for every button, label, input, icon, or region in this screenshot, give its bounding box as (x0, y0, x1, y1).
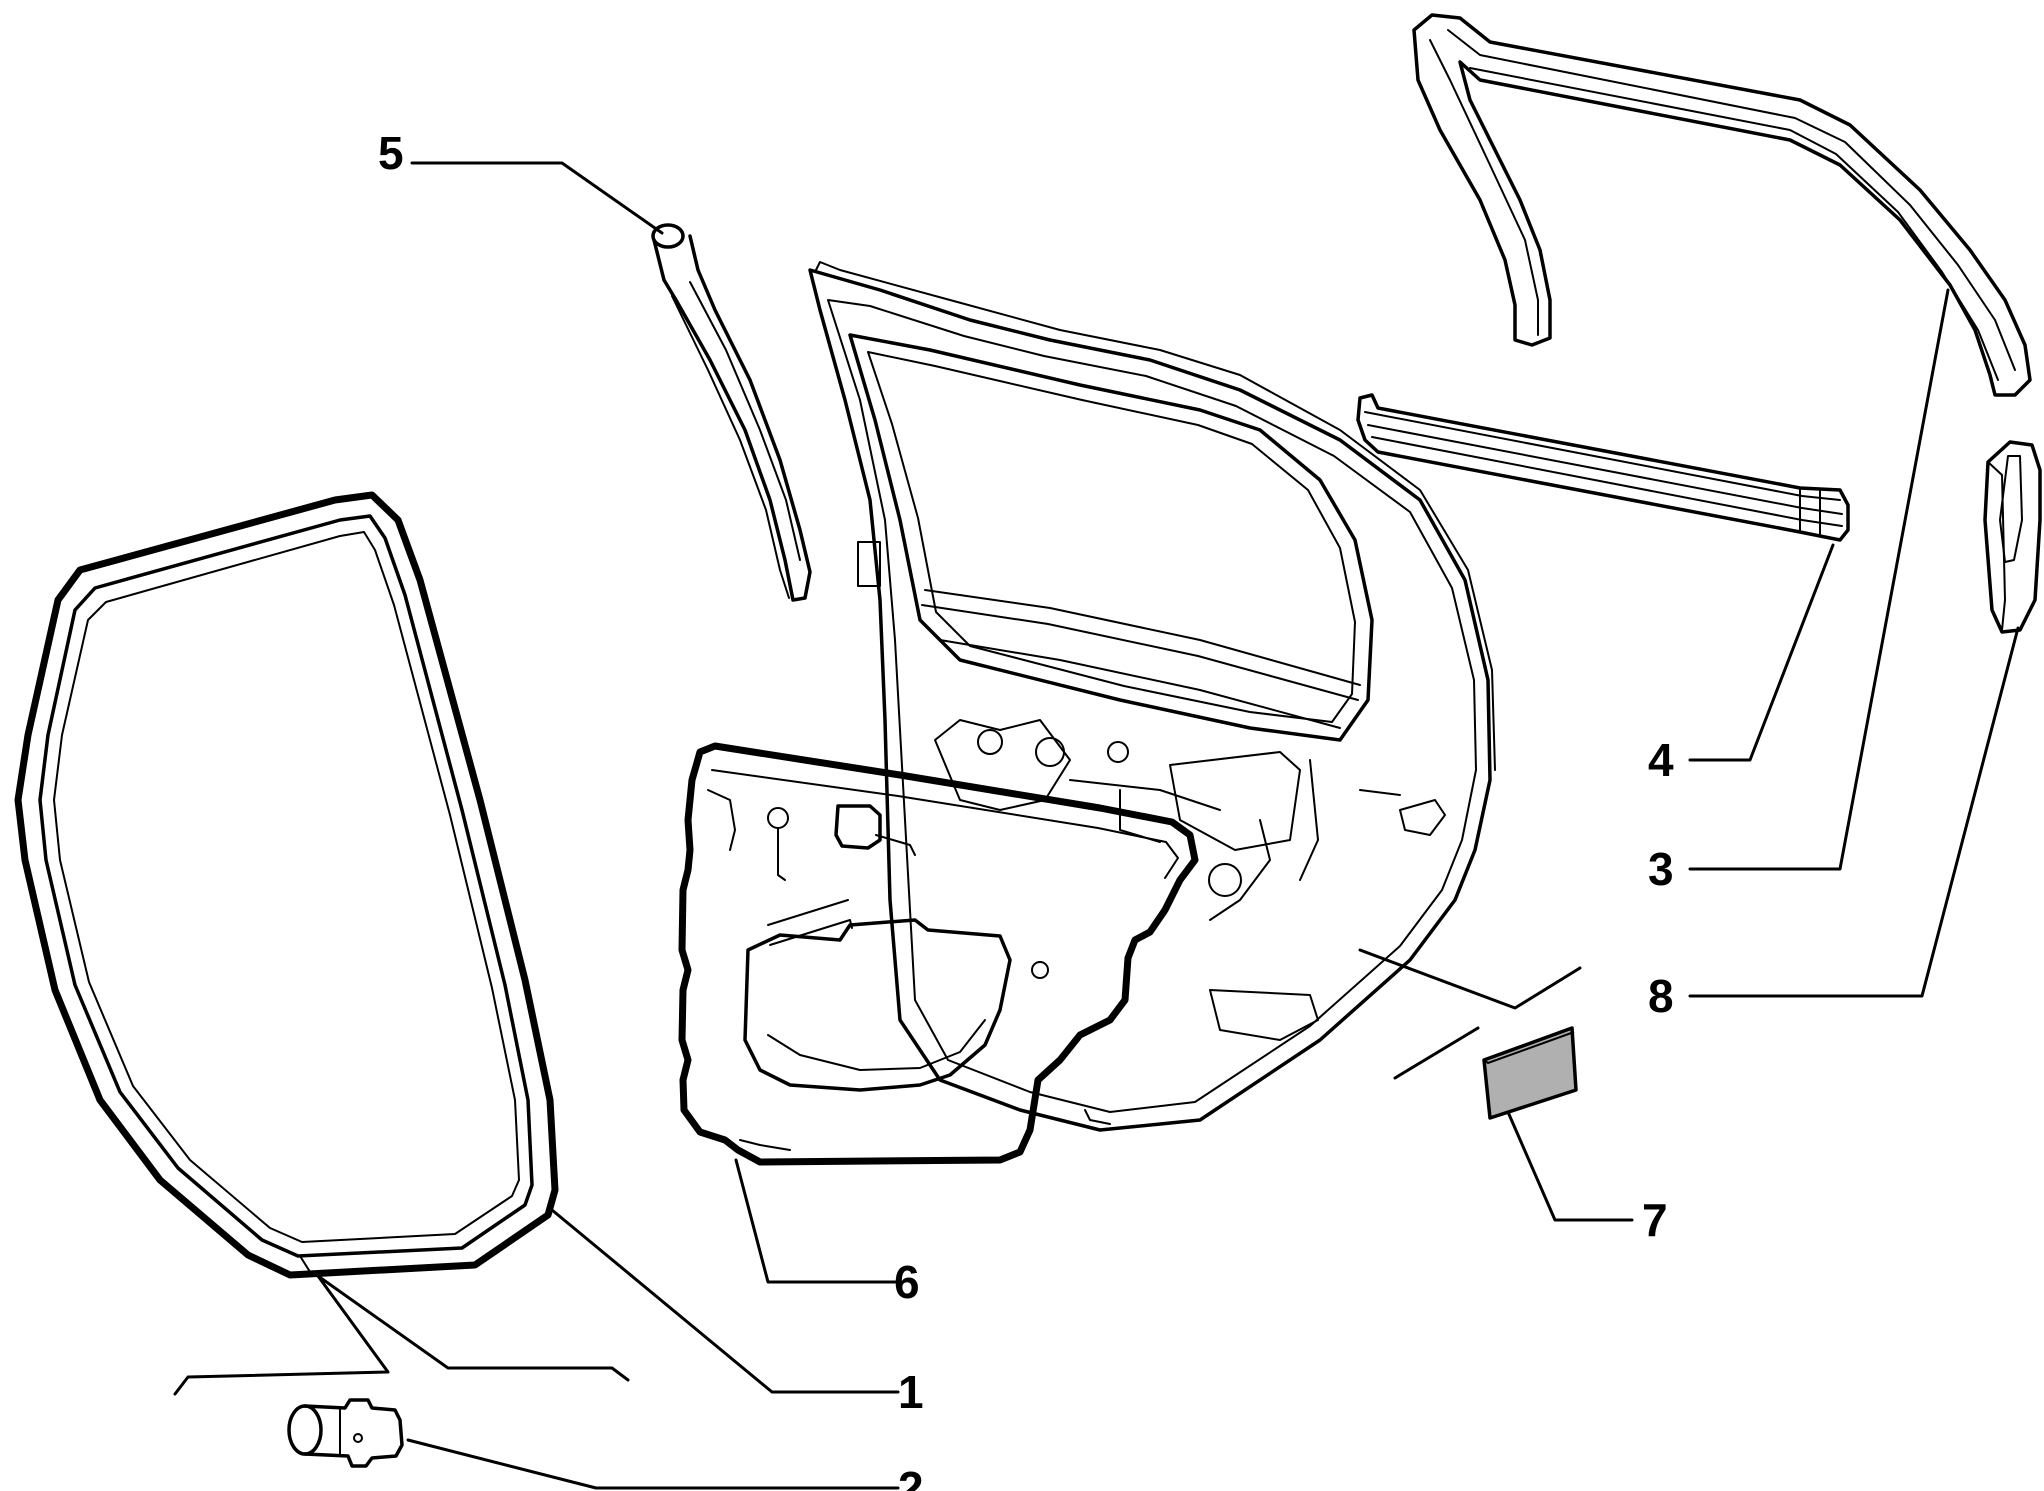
inner-door-membrane[interactable] (678, 742, 1199, 1166)
front-glass-run-channel[interactable] (651, 223, 812, 602)
callout-1: 1 (898, 1366, 924, 1418)
cut-line-door-b (1393, 1026, 1480, 1080)
callout-labels: 5 1 2 6 4 3 8 7 (378, 127, 1674, 1491)
leader-7 (1506, 1110, 1634, 1222)
callout-2: 2 (898, 1462, 924, 1491)
leader-2 (406, 1438, 900, 1490)
leader-6 (734, 1158, 900, 1284)
leader-lines (173, 161, 2020, 1490)
door-frame-seal[interactable] (14, 491, 559, 1279)
leader-3 (1688, 288, 1950, 871)
leader-5 (410, 161, 664, 235)
cut-line-lower-left-b (316, 1274, 630, 1382)
door-check-pin[interactable] (287, 1398, 404, 1468)
outer-belt-weatherstrip[interactable] (1356, 393, 1850, 542)
callout-6: 6 (894, 1256, 920, 1308)
callout-3: 3 (1648, 843, 1674, 895)
leader-1 (550, 1208, 900, 1394)
callout-8: 8 (1648, 970, 1674, 1022)
leader-4 (1688, 543, 1835, 762)
callout-4: 4 (1648, 734, 1674, 786)
rear-channel-trim[interactable] (1983, 440, 2042, 634)
callout-7: 7 (1642, 1194, 1668, 1246)
adhesive-pad[interactable] (1482, 1026, 1578, 1120)
cut-line-lower-left-a (173, 1274, 390, 1396)
door-shell (808, 261, 1496, 1132)
cut-line-door-a (1358, 948, 1582, 1010)
leader-8 (1688, 626, 2020, 998)
window-channel-seal[interactable] (1412, 13, 2032, 397)
callout-5: 5 (378, 127, 404, 179)
